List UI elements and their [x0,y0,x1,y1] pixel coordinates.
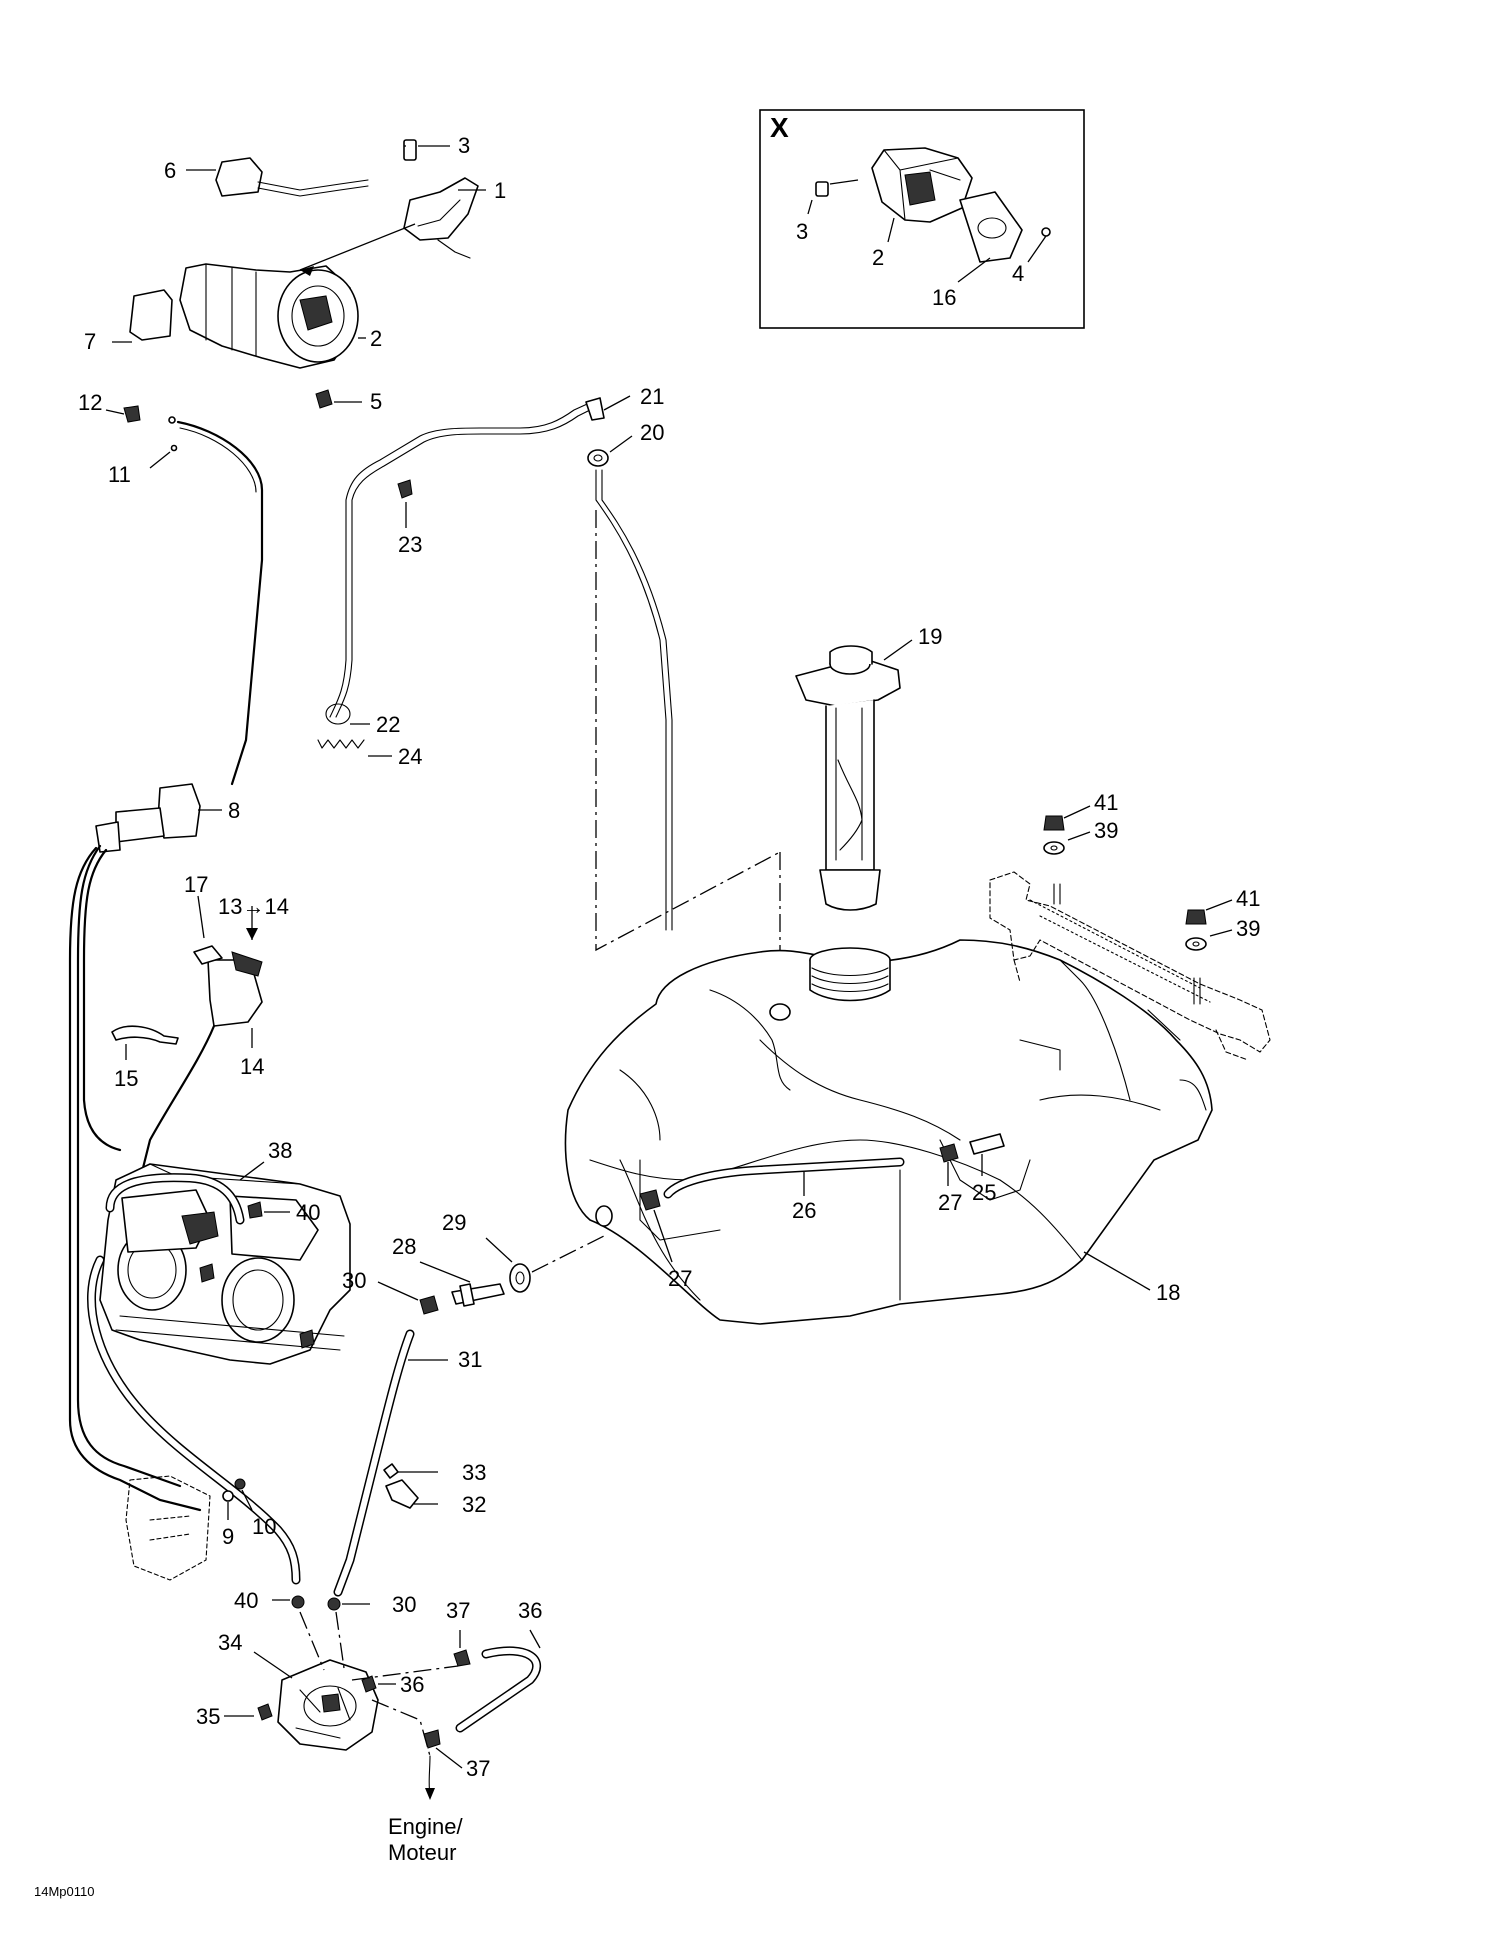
callout-22: 22 [376,712,400,737]
callout-37-upper: 37 [446,1598,470,1623]
callout-33: 33 [462,1460,486,1485]
housing-cover-part [112,289,173,343]
inset-screw-part [1041,227,1051,237]
outlet-clamp-part [377,1281,439,1315]
callout-6: 6 [164,158,176,183]
callout-3: 3 [458,133,470,158]
nut-support-part [1043,805,1233,925]
callout-8: 8 [228,798,240,823]
ignition-housing-part [179,223,416,369]
callout-inset-4: 4 [1012,261,1024,286]
vent-grommet-part [587,435,633,467]
callout-39-right: 39 [1236,916,1260,941]
callout-23: 23 [398,532,422,557]
callout-12: 12 [78,390,102,415]
callout-13-to-14: 13→14 [218,894,289,919]
inset-nut-part [815,181,829,197]
clip-part [397,479,413,528]
switch-cap-part [403,139,450,161]
callout-36-hose: 36 [518,1598,542,1623]
bracket-nut-part [383,1463,438,1479]
pump-screw-part [257,1675,396,1721]
inset-title: X [770,112,789,143]
inset-gasket-part [959,191,1023,263]
connector-part [186,157,369,197]
inset-box: X 3 2 16 4 [759,109,1085,329]
bracket-part [385,1479,438,1509]
engine-note-line2: Moteur [388,1840,456,1865]
callout-5: 5 [370,389,382,414]
fuel-outlet-fitting-part [419,1261,505,1307]
callout-19: 19 [918,624,942,649]
callout-29: 29 [442,1210,466,1235]
callout-30-lower: 30 [392,1592,416,1617]
callout-28: 28 [392,1234,416,1259]
callout-14: 14 [240,1054,264,1079]
retainer-part [105,405,178,469]
fuel-pump-part [224,1651,379,1751]
key-switch-part [403,177,479,259]
callout-36-pump: 36 [400,1672,424,1697]
screw-part [222,1490,234,1520]
callout-39-left: 39 [1094,818,1118,843]
callout-27-lower: 27 [668,1266,692,1291]
callout-inset-2: 2 [872,245,884,270]
callout-38: 38 [268,1138,292,1163]
callout-inset-16: 16 [932,285,956,310]
callout-30-upper: 30 [342,1268,366,1293]
cable-clip-part [193,895,223,965]
clamp-part [247,1201,290,1219]
callout-26: 26 [792,1198,816,1223]
callout-17: 17 [184,872,208,897]
callout-labels: 1 2 3 5 6 7 8 9 10 11 12 13→14 14 15 17 … [78,133,1260,1781]
fuel-gauge-part [795,639,913,911]
callout-20: 20 [640,420,664,445]
lock-washer-part [234,1478,253,1511]
washer-part [1043,831,1233,951]
fuel-tank-part [564,939,1213,1325]
callout-1: 1 [494,178,506,203]
tank-clamp-part [639,1143,959,1263]
grommet-part [485,1237,531,1293]
callout-21: 21 [640,384,664,409]
callout-inset-5: 3 [796,219,808,244]
spring-part [317,739,392,757]
callout-18: 18 [1156,1280,1180,1305]
wiring-plug-part [95,783,222,853]
callout-7: 7 [84,329,96,354]
inset-housing-part [871,147,973,223]
engine-note-line1: Engine/ [388,1814,464,1839]
diagram-code: 14Mp0110 [34,1884,94,1899]
tank-support-part [989,871,1271,1061]
vent-valve-part [969,1133,1005,1176]
callout-2: 2 [370,326,382,351]
callout-34: 34 [218,1630,242,1655]
callout-40-upper: 40 [296,1200,320,1225]
cable-housing-part [138,906,263,1182]
callout-40-lower: 40 [234,1588,258,1613]
callout-24: 24 [398,744,422,769]
callout-31: 31 [458,1347,482,1372]
callout-27-upper: 27 [938,1190,962,1215]
callout-15: 15 [114,1066,138,1091]
callout-35: 35 [196,1704,220,1729]
callout-25: 25 [972,1180,996,1205]
pump-bracket-part [125,1475,211,1581]
tie-wrap-part [111,1025,179,1060]
callout-11: 11 [108,462,131,487]
hose-clamps [423,1629,541,1769]
callout-41-left: 41 [1094,790,1118,815]
bottom-clamps [272,1595,370,1611]
callout-41-right: 41 [1236,886,1260,911]
callout-37-lower: 37 [466,1756,490,1781]
callout-10: 10 [252,1514,276,1539]
nut-part [315,389,362,409]
callout-9: 9 [222,1524,234,1549]
vent-fitting-part [585,395,631,421]
callout-32: 32 [462,1492,486,1517]
